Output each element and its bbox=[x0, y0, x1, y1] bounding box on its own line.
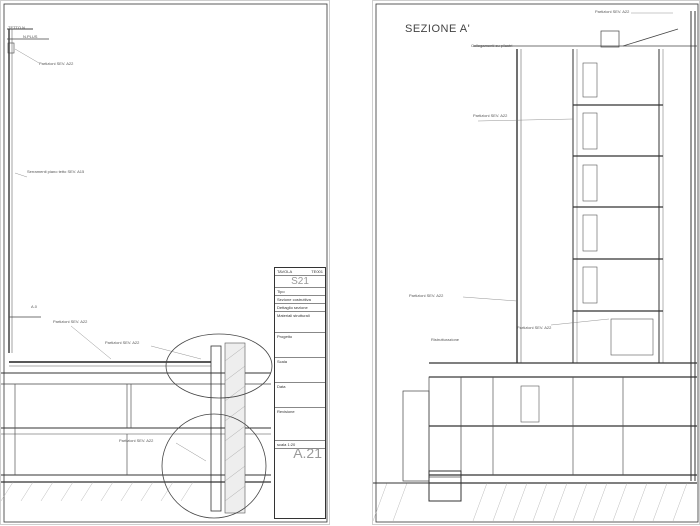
title-block-row: Progetto bbox=[275, 333, 325, 358]
title-block-header-label: TAVOLA bbox=[277, 269, 293, 274]
right-sheet: SEZIONE A' Partizioni SEV. A22 Partizion… bbox=[372, 0, 700, 525]
wall-label: Serramenti piano tetto SEV. A15 bbox=[27, 169, 85, 174]
partition-label-1: Partizioni SEV. A22 bbox=[473, 113, 508, 118]
partition-label-3: Partizioni SEV. A22 bbox=[105, 340, 140, 345]
left-sheet: TETTO N. N.PLUS Partizioni SEV. A22 Serr… bbox=[0, 0, 330, 525]
section-title: SEZIONE A' bbox=[405, 23, 471, 35]
title-block-row: Materiali strutturali bbox=[275, 312, 325, 333]
title-block: TAVOLA TE001 S21 Tipo Sezione costruttiv… bbox=[274, 267, 326, 519]
left-section-drawing bbox=[1, 3, 328, 523]
partition-label-3: Partizioni SEV. A22 bbox=[517, 325, 552, 330]
title-block-row: Revisione bbox=[275, 408, 325, 441]
title-block-row: Scala bbox=[275, 358, 325, 383]
title-block-row: Tipo bbox=[275, 288, 325, 296]
title-block-row: Dettaglio sezione bbox=[275, 304, 325, 312]
title-block-footer: scala 1:20 bbox=[275, 441, 325, 449]
sheet-code: S21 bbox=[275, 276, 325, 288]
title-block-header-value: TE001 bbox=[311, 269, 323, 274]
partition-label-4: Partizioni SEV. A22 bbox=[119, 438, 154, 443]
right-section-drawing bbox=[373, 3, 699, 523]
level-label-top-2: N.PLUS bbox=[23, 34, 38, 39]
roof-note-label: Collegamenti su pilastri bbox=[471, 43, 513, 48]
level-mark: A.0 bbox=[31, 304, 38, 309]
partition-label-2: Partizioni SEV. A22 bbox=[409, 293, 444, 298]
level-label-top: TETTO N. bbox=[8, 25, 27, 30]
title-block-row: Data bbox=[275, 383, 325, 408]
partition-label-top: Partizioni SEV. A22 bbox=[595, 9, 630, 14]
title-block-header: TAVOLA TE001 bbox=[275, 268, 325, 276]
partition-label-1: Partizioni SEV. A22 bbox=[39, 61, 74, 66]
note-label: Ristrutturazione bbox=[431, 337, 460, 342]
title-block-row: Sezione costruttiva bbox=[275, 296, 325, 304]
drawing-number: A.21 bbox=[293, 445, 322, 461]
partition-label-2: Partizioni SEV. A22 bbox=[53, 319, 88, 324]
